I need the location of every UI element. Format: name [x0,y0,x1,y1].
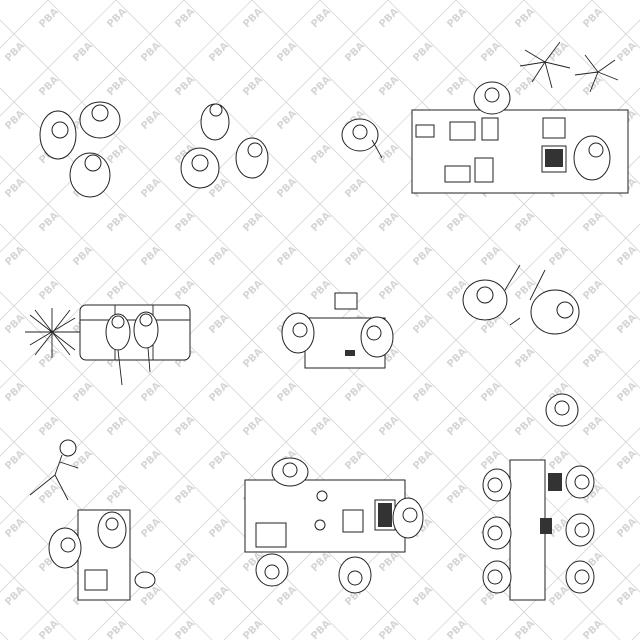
watermark-line [0,0,525,525]
watermark-line [455,0,640,185]
watermark-line [359,359,640,640]
long-table-bottom-center [244,457,424,594]
sofa-with-people [25,304,191,386]
watermark-line [0,291,349,640]
watermark-line [0,0,117,117]
watermark-line [0,87,553,640]
meeting-table-top-right [411,41,629,194]
watermark-line [495,495,640,640]
watermark-line [87,87,640,640]
watermark-line [523,0,640,117]
small-table-meeting [281,292,394,369]
lounge-chairs-people [462,264,580,335]
watermark-line [0,0,389,389]
people-group-standing [39,101,121,198]
person-single [545,393,579,427]
watermark-line [0,0,253,253]
watermark-line [0,495,145,640]
watermark-line [319,0,640,321]
watermark-line [0,0,185,185]
watermark-line [183,0,640,457]
watermark-line [0,359,281,640]
tall-table-bottom-left [48,509,156,601]
person-walking [29,439,79,501]
people-group-three [180,103,269,189]
person-pointing [341,118,383,159]
conference-table-bottom-right [482,459,595,601]
